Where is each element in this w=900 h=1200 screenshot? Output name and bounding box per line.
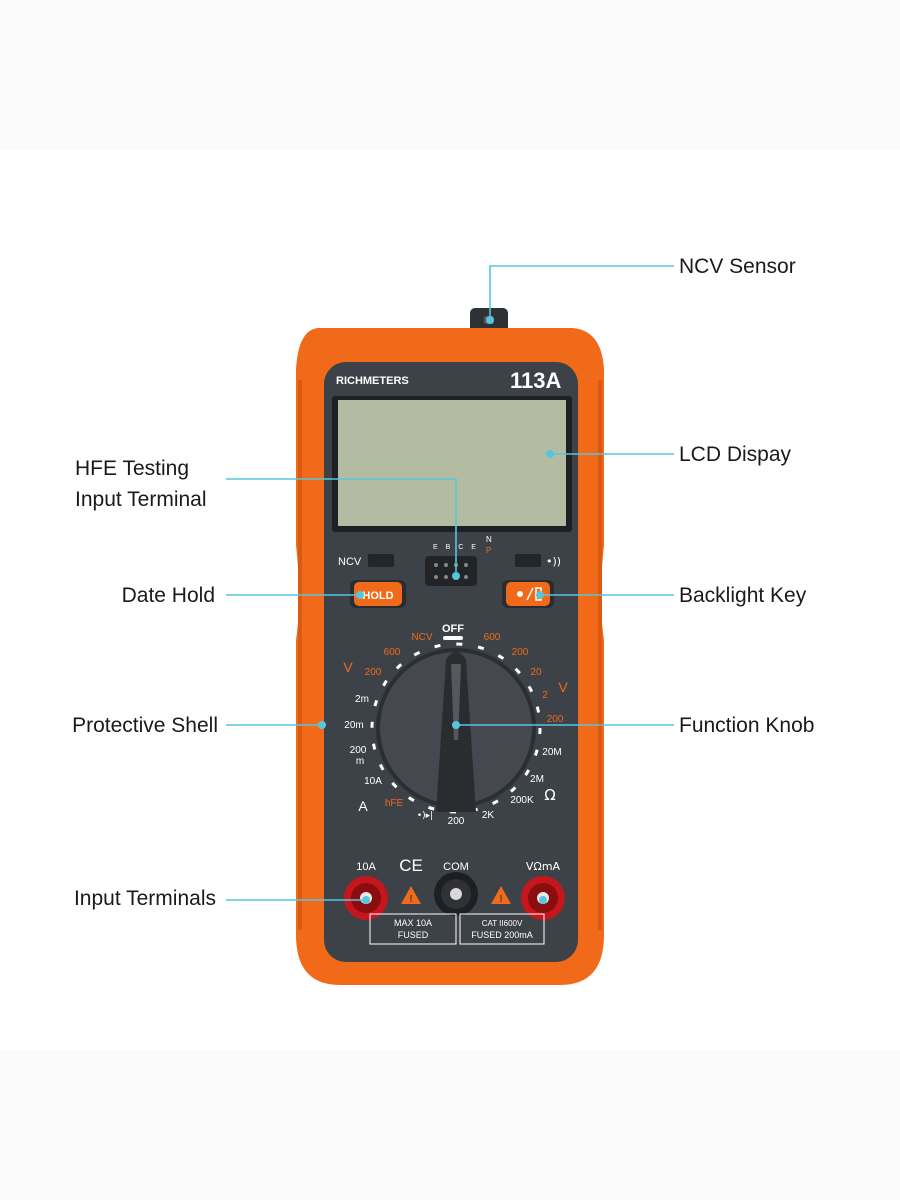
dial-label-2m: 2m [355,694,369,705]
dca-symbol: A [358,798,368,814]
right-rating-line-1: CAT II600V [482,919,523,928]
hfe-socket[interactable] [425,556,477,586]
lcd-display [338,400,566,526]
left-rating-line-1: MAX 10A [394,918,432,928]
backlight-button[interactable] [502,580,554,608]
callout-protective-shell: Protective Shell [72,714,218,737]
terminal-com-jack[interactable] [434,872,478,916]
leader-ncv-sensor [489,265,674,320]
hfe-p-label: P [486,546,491,555]
hold-button[interactable]: HOLD [350,580,406,608]
callout-backlight-key: Backlight Key [679,584,807,607]
dial-label-dcv-200: 200 [512,647,529,658]
acv-symbol: V [343,659,353,675]
dial-label-20m: 20m [344,720,363,731]
terminal-10a-label: 10A [356,861,376,873]
leader-dots [318,316,554,904]
callout-date-hold: Date Hold [121,584,215,607]
dcv-symbol: V [558,679,568,695]
model-number: 113A [510,368,561,393]
background-band-top [0,0,900,150]
leader-lines [226,265,674,901]
dial-label-200m: 200 [350,745,367,756]
terminal-com-label: COM [443,861,469,873]
dial-label-acv-200: 200 [365,667,382,678]
callout-hfe-testing: HFE Testing Input Terminal [75,453,207,515]
terminal-vohm-label: VΩmA [526,860,561,873]
left-rating-line-2: FUSED [398,930,429,940]
callout-ncv-sensor: NCV Sensor [679,255,796,278]
hold-button-label: HOLD [362,590,393,602]
right-rating-box [459,913,545,945]
dial-label-200k: 200K [510,795,534,806]
dial-off-marker [443,636,463,640]
dial-off-label: OFF [442,623,464,635]
buzzer-indicator [515,554,541,567]
dial-label-acv-600: 600 [384,647,401,658]
ohm-symbol: Ω [544,786,555,804]
dial-label-10a: 10A [364,776,382,787]
svg-text:!: ! [409,894,412,905]
dial-label-200m-unit: m [356,756,364,767]
dial-label-ohm-200: 200 [547,714,564,725]
ncv-indicator [368,554,394,567]
dial-label-hfe: hFE [385,798,404,809]
callout-hfe-line-1: HFE Testing [75,457,189,480]
dial-label-buzzer-200: 200 [448,816,465,827]
leader-hfe-terminal [226,478,457,576]
callout-input-terminals: Input Terminals [73,887,216,910]
brand-logo: RICHMETERS [336,375,409,387]
left-rating-box [369,913,457,945]
callout-lcd-display: LCD Dispay [679,443,792,466]
dial-label-ncv: NCV [411,632,432,643]
ncv-label: NCV [338,556,362,568]
dial-label-20meg: 20M [542,747,561,758]
dial-label-dcv-20: 20 [530,667,542,678]
ce-mark: CE [399,856,423,875]
right-rating-line-2: FUSED 200mA [471,930,533,940]
background-band-bottom [0,1050,900,1200]
callout-function-knob: Function Knob [679,714,815,737]
dial-label-dcv-2: 2 [542,690,548,701]
svg-text:!: ! [499,894,502,905]
warning-icon: ! [401,886,421,905]
warning-icon: ! [491,886,511,905]
dial-label-dcv-600: 600 [484,632,501,643]
dial-label-2meg: 2M [530,774,544,785]
callout-hfe-line-2: Input Terminal [75,488,207,511]
hfe-pin-labels: E B C E [433,544,479,551]
hfe-n-label: N [486,535,492,544]
buzzer-icon: •)) [546,555,561,568]
diode-continuity-icon: •)▸| [417,811,433,821]
dial-label-2k: 2K [482,810,495,821]
